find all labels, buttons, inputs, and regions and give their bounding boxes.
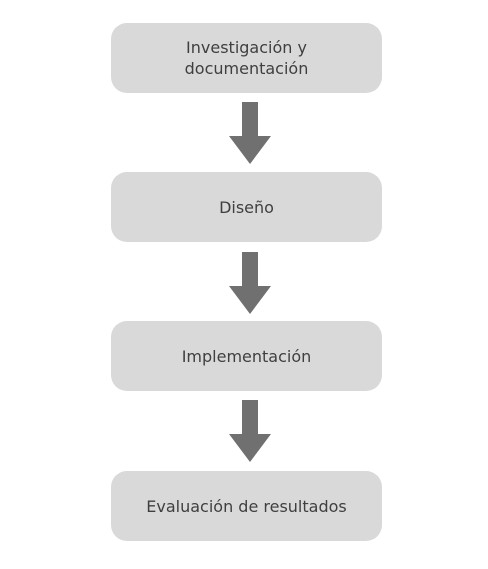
step-box-investigacion: Investigación y documentación <box>111 23 382 93</box>
step-label-investigacion: Investigación y documentación <box>185 37 309 79</box>
step-label-evaluacion: Evaluación de resultados <box>146 496 347 516</box>
step-label-line-1: Investigación y <box>186 38 307 57</box>
step-label-implementacion: Implementación <box>181 346 312 366</box>
step-box-diseno: Diseño <box>111 172 382 242</box>
step-box-evaluacion: Evaluación de resultados <box>111 471 382 541</box>
down-arrow-icon <box>229 252 271 314</box>
step-label-diseno: Diseño <box>219 197 274 217</box>
down-arrow-icon <box>229 400 271 462</box>
step-box-implementacion: Implementación <box>111 321 382 391</box>
down-arrow-icon <box>229 102 271 164</box>
step-label-line-2: documentación <box>184 59 309 78</box>
